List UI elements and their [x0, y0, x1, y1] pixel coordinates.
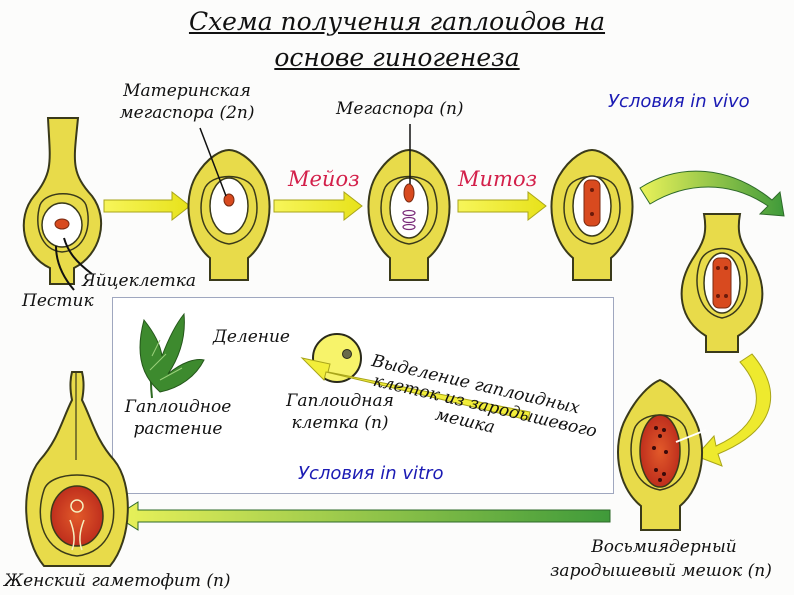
arrow-right-1 — [103, 190, 191, 222]
ovule-mother-megaspore — [187, 148, 271, 281]
mother-spore-pointer — [199, 127, 227, 197]
arrow-isolation — [300, 357, 531, 421]
mitosis-label: Митоз — [458, 167, 538, 191]
egg-cell-pointer — [63, 237, 93, 275]
mother-spore-label-2: мегаспора (2n) — [119, 103, 255, 123]
ovule-tetranuclear — [680, 213, 764, 353]
ovule-female-gametophyte — [25, 371, 129, 567]
pistil-pointer — [55, 245, 75, 291]
division-label: Деление — [213, 327, 290, 347]
egg-cell-label: Яйцеклетка — [82, 271, 197, 291]
curved-arrow-right — [695, 353, 772, 467]
haploid-cell-label-2: клетка (n) — [291, 413, 389, 433]
in-vitro-panel — [112, 297, 614, 494]
title-line-2: основе гиногенеза — [274, 43, 520, 72]
curved-arrow-top — [639, 170, 785, 217]
megaspore-label: Мегаспора (n) — [336, 99, 464, 119]
mother-spore-label-1: Материнская — [123, 81, 251, 101]
ovule-megaspore — [367, 148, 451, 281]
eight-nuclear-label-2: зародышевый мешок (n) — [550, 561, 772, 581]
ovule-pistil — [22, 117, 102, 285]
in-vivo-label: Условия in vivo — [608, 91, 750, 112]
haploid-plant-icon — [139, 312, 205, 399]
ovule-binuclear — [550, 148, 634, 281]
eight-nuclear-pointer — [675, 429, 707, 443]
pistil-label: Пестик — [22, 291, 94, 311]
female-gametophyte-label: Женский гаметофит (n) — [4, 571, 231, 591]
title-line-1: Схема получения гаплоидов на — [188, 7, 606, 36]
meiosis-label: Мейоз — [288, 167, 360, 191]
arrow-mitosis — [457, 190, 547, 222]
haploid-plant-label-2: растение — [133, 419, 223, 439]
haploid-plant-label-1: Гаплоидное — [124, 397, 232, 417]
arrow-meiosis — [273, 190, 363, 222]
ovule-eight-nuclear — [617, 378, 704, 531]
haploid-cell-label-1: Гаплоидная — [286, 391, 394, 411]
eight-nuclear-label-1: Восьмиядерный — [591, 537, 737, 557]
in-vitro-label: Условия in vitro — [298, 463, 444, 484]
arrow-bottom-left — [115, 501, 611, 531]
